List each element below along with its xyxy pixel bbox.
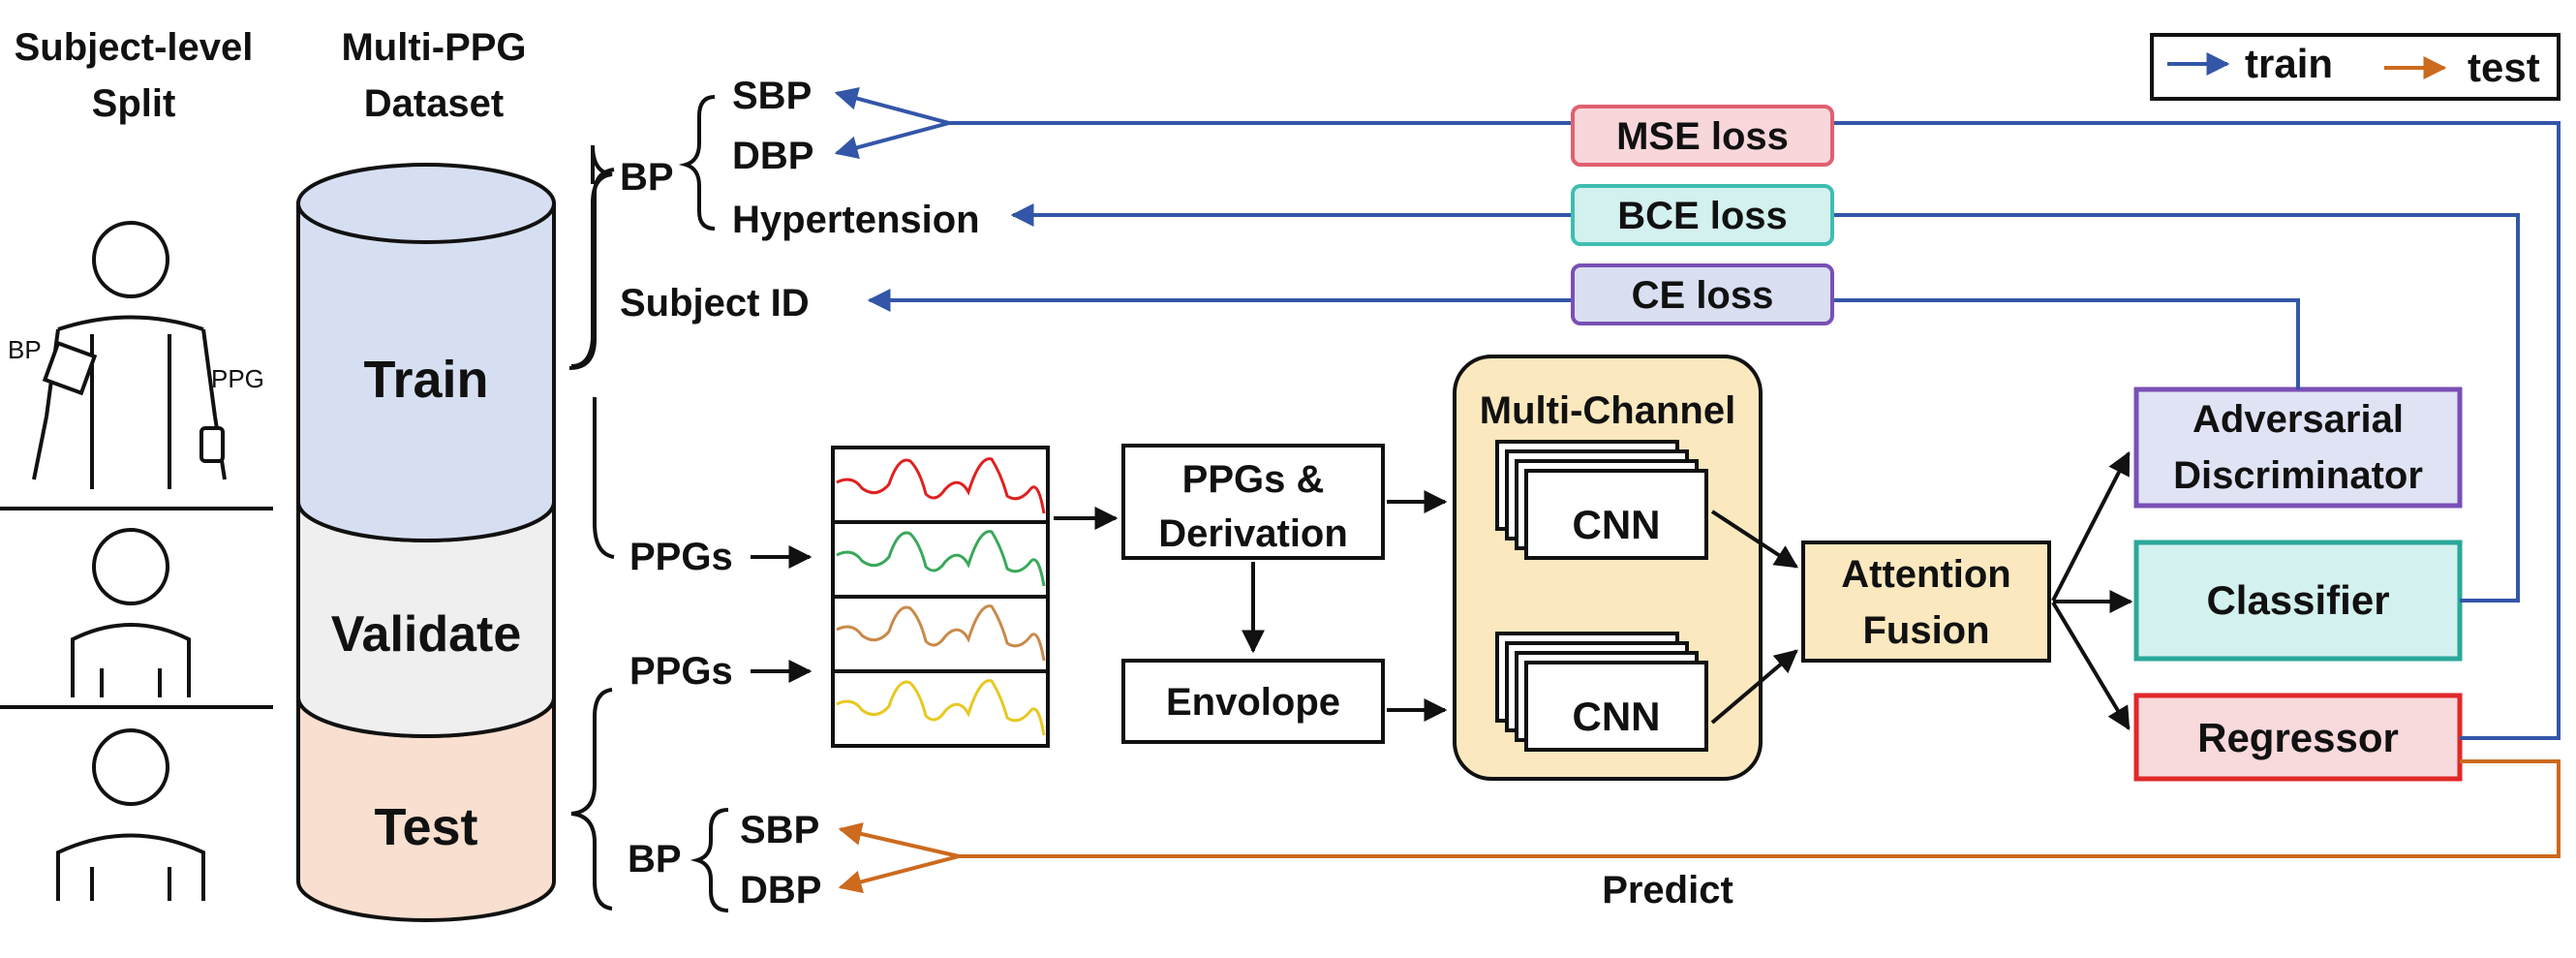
ce-loss-box (1571, 263, 1834, 325)
train-hypertension-label: Hypertension (732, 199, 980, 241)
fusion-to-adversarial-arrow (2051, 450, 2131, 602)
ce-loss-label: CE loss (1632, 274, 1774, 317)
dataset-cylinder (296, 163, 556, 922)
dataset-test-label: Test (374, 798, 477, 856)
train-bp-brace (678, 95, 716, 231)
train-big-brace (568, 168, 615, 559)
cnn-top-label: CNN (1573, 502, 1661, 547)
multichannel-label: Multi-Channel (1480, 389, 1735, 432)
ppg-signal-yellow (836, 679, 1046, 736)
mse-to-dbp-arrow (834, 121, 950, 160)
dataset-train-label: Train (363, 351, 488, 409)
predict-to-sbp-arrow (838, 822, 960, 858)
regressor-label: Regressor (2197, 715, 2399, 760)
train-ppgs-label: PPGs (629, 536, 733, 578)
cnn-bottom-to-fusion-arrow (1710, 649, 1798, 725)
subject-figure-test (56, 728, 205, 901)
train-subject-id-label: Subject ID (620, 282, 810, 324)
cnn-stack-top (1495, 440, 1708, 560)
ppg-derivation-line2: Derivation (1158, 512, 1348, 555)
mse-loss-box (1571, 105, 1834, 167)
fusion-to-regressor-arrow (2051, 601, 2131, 731)
legend-test-label: test (2468, 45, 2540, 90)
bce-loss-label: BCE loss (1617, 195, 1788, 237)
attention-fusion-line1: Attention (1841, 553, 2011, 596)
cnn-stack-bottom (1495, 632, 1708, 752)
attention-fusion-line2: Fusion (1862, 609, 1989, 652)
ppg-signal-brown (836, 604, 1046, 662)
bce-loss-box (1571, 184, 1834, 246)
validate-segment (296, 500, 556, 738)
test-sbp-label: SBP (740, 809, 819, 851)
ppg-signal-green (836, 530, 1046, 587)
adversarial-line2: Discriminator (2173, 454, 2423, 497)
test-ppgs-label: PPGs (629, 650, 733, 693)
test-big-brace (570, 688, 613, 911)
train-segment (296, 201, 556, 542)
cnn-top-to-fusion-arrow (1710, 510, 1799, 569)
mse-loss-label: MSE loss (1616, 115, 1789, 158)
train-bp-label: BP (620, 156, 674, 199)
ppg-derivation-line1: PPGs & (1182, 458, 1325, 501)
predict-label: Predict (1602, 869, 1733, 912)
train-dbp-label: DBP (732, 135, 813, 177)
test-bp-label: BP (628, 838, 682, 881)
predict-to-dbp-arrow (838, 854, 960, 894)
adversarial-line1: Adversarial (2193, 398, 2404, 441)
regressor-box (2133, 693, 2463, 782)
adversarial-discriminator-box (2133, 386, 2463, 509)
test-bp-brace (690, 808, 729, 912)
train-sbp-label: SBP (732, 75, 812, 117)
predict-line (959, 759, 2561, 858)
split-header-line1: Subject-level (15, 26, 254, 69)
split-header-line2: Split (92, 82, 176, 125)
dataset-header-line2: Dataset (364, 82, 505, 125)
cnn-bottom-label: CNN (1573, 694, 1661, 739)
dataset-header-line1: Multi-PPG (341, 26, 526, 69)
body-ppg-label: PPG (211, 364, 264, 393)
classifier-label: Classifier (2206, 577, 2389, 623)
test-segment (296, 695, 556, 922)
envelope-box (1121, 659, 1385, 744)
train-outer-brace (570, 144, 613, 368)
envelope-label: Envolope (1166, 681, 1340, 724)
body-bp-label: BP (8, 335, 42, 364)
mse-to-sbp-arrow (834, 86, 950, 125)
legend-train-label: train (2245, 41, 2333, 86)
dataset-validate-label: Validate (331, 606, 522, 663)
classifier-box (2133, 540, 2463, 662)
ppg-signal-panel (831, 446, 1050, 748)
test-dbp-label: DBP (740, 869, 821, 912)
ce-feedback-line (867, 289, 2300, 389)
ppg-signal-red (836, 457, 1046, 514)
subject-figure-validate (71, 528, 191, 697)
attention-fusion-box (1801, 541, 2051, 663)
ppg-derivation-box (1121, 444, 1385, 560)
subject-figure-train (32, 221, 227, 489)
